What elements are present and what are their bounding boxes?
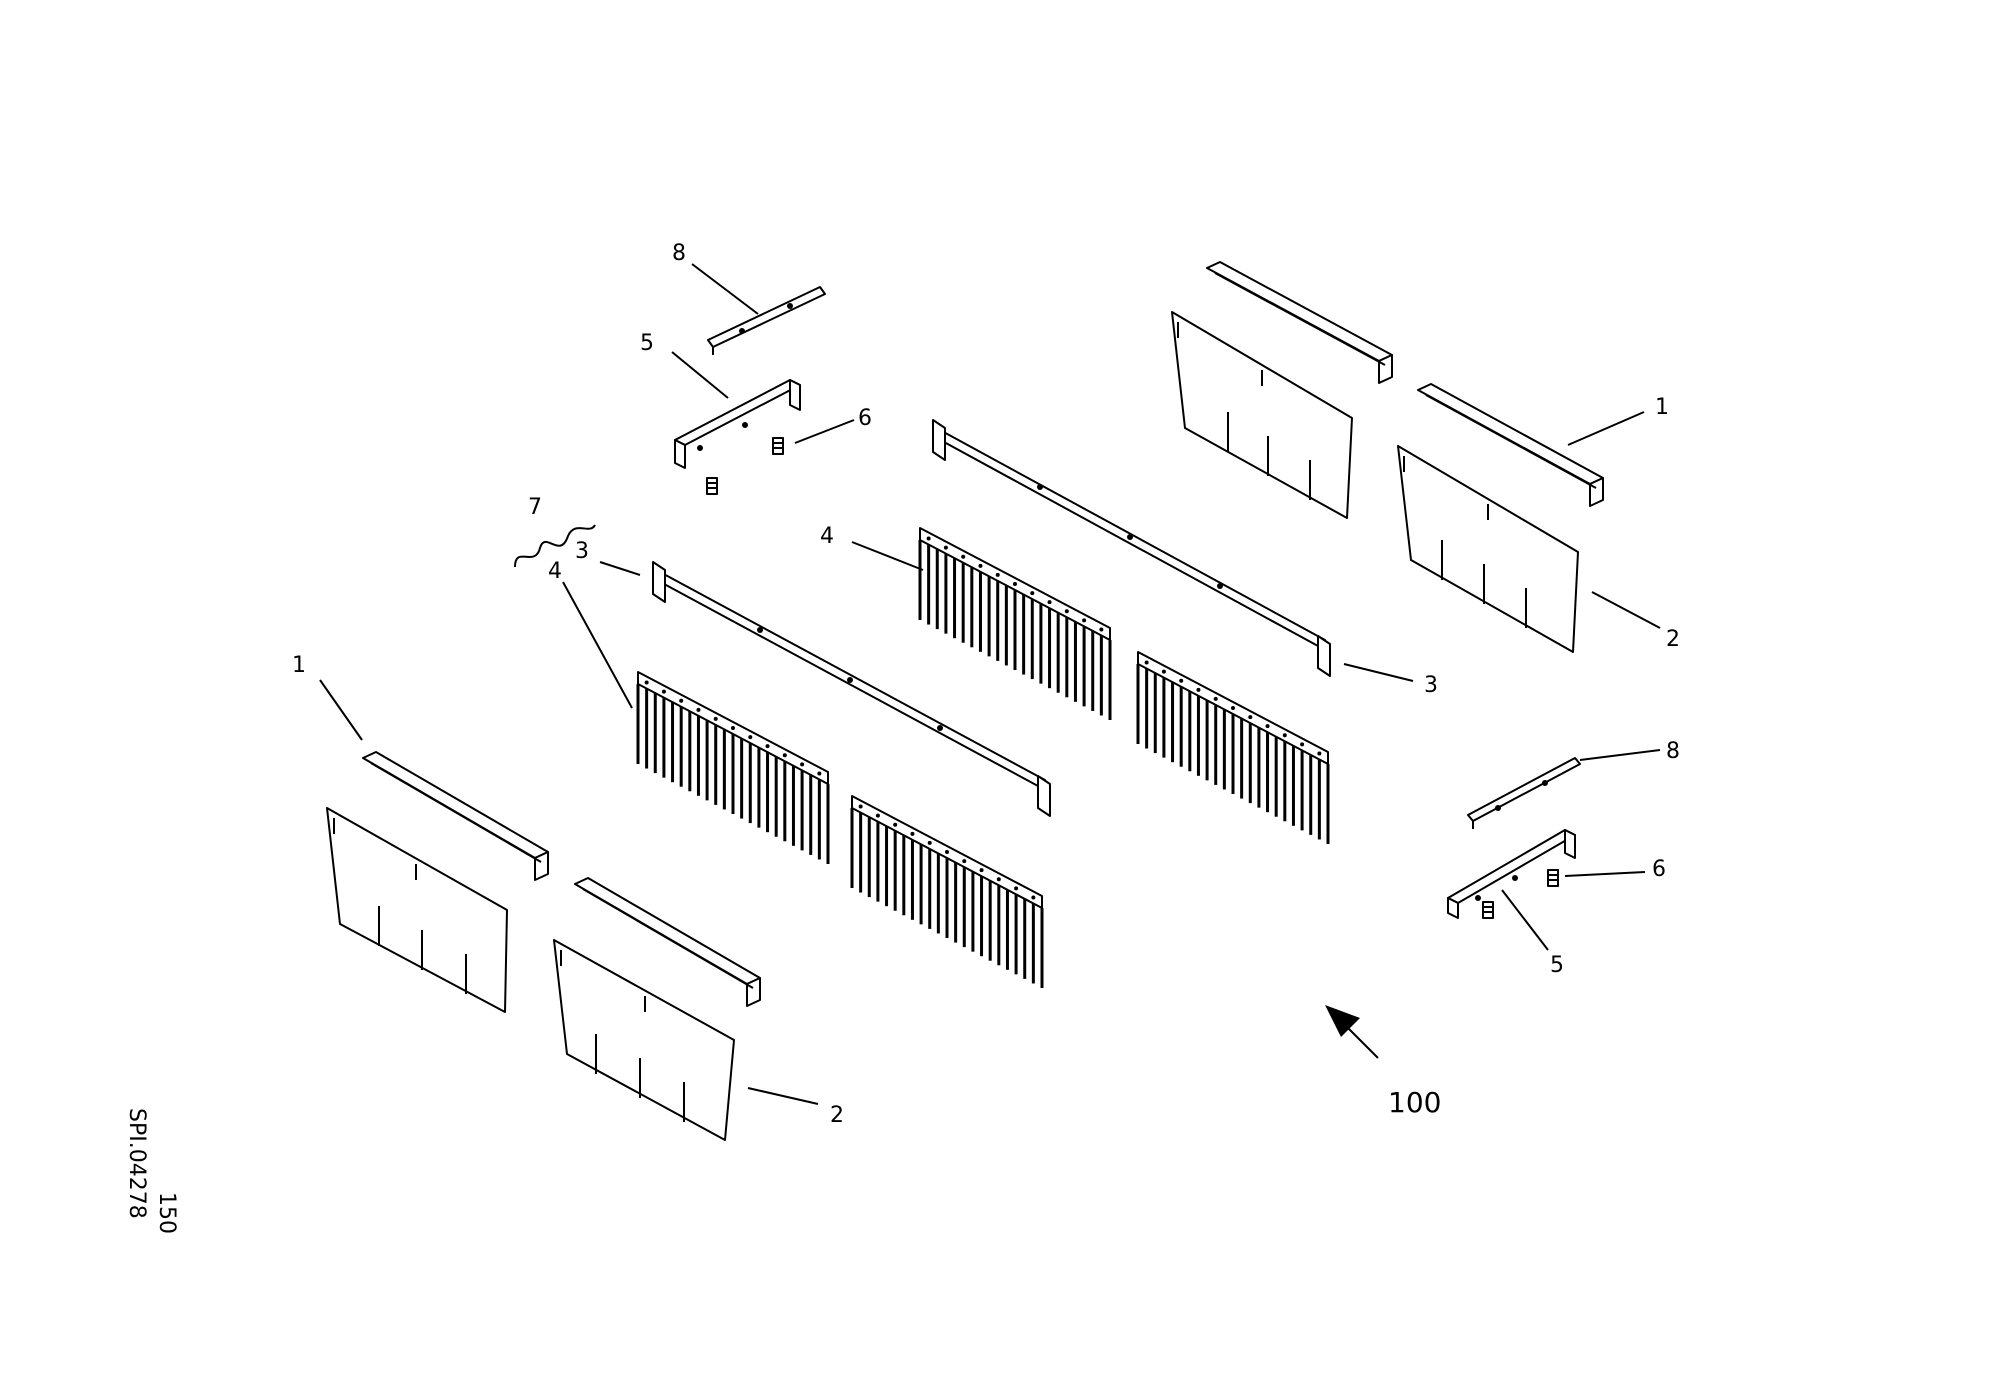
label-part-1-left: 1 [292,653,306,678]
label-part-8-right: 8 [1666,739,1680,764]
plate-part-2-lower-left-b [553,939,735,1141]
bracket-part-5-right [1447,829,1576,919]
mounting-plate-part-8-right [1467,757,1581,829]
page-number: 150 [154,1192,179,1234]
cross-bar-part-3-upper [932,419,1331,677]
label-part-6-right: 6 [1652,857,1666,882]
spring-part-6-top-b [706,477,718,495]
label-part-7: 7 [528,495,542,520]
plate-part-2-top-right-a [1171,311,1353,519]
spring-part-6-right-a [1547,869,1559,887]
label-part-2-bottom: 2 [830,1103,844,1128]
brush-bristles [636,536,1330,988]
label-part-4-top: 4 [820,524,834,549]
channel-part-1-top-right-a [1206,261,1393,384]
label-part-5-top: 5 [640,331,654,356]
cross-bar-part-3-lower [652,561,1051,817]
spring-part-6-right-b [1482,901,1494,919]
label-part-6-top: 6 [858,406,872,431]
spring-part-6-top-a [772,437,784,455]
label-part-2-top-right: 2 [1666,627,1680,652]
label-part-4-left: 4 [548,559,562,584]
plate-part-2-lower-left-a [326,807,508,1013]
label-part-3-left: 3 [575,539,589,564]
channel-part-1-lower-left-b [574,877,761,1007]
drawing-code: SPI.04278 [124,1108,149,1219]
label-part-1-top-right: 1 [1655,395,1669,420]
label-part-8-top: 8 [672,241,686,266]
channel-part-1-top-right-b [1417,383,1604,507]
label-part-3-right: 3 [1424,673,1438,698]
label-part-5-right: 5 [1550,953,1564,978]
label-view-100: 100 [1388,1086,1441,1119]
channel-part-1-lower-left-a [362,751,549,881]
mounting-plate-part-8-top [707,286,826,355]
leader-lines [319,263,1661,1105]
bracket-part-5-top [674,379,801,469]
plate-part-2-top-right-b [1397,445,1579,653]
view-arrow-100 [1325,1005,1379,1059]
